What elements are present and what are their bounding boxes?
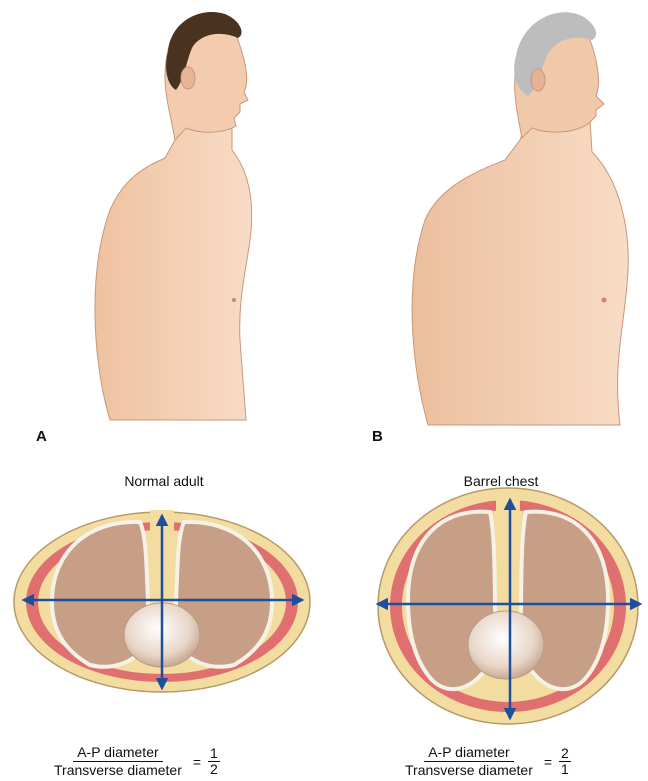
normal-chest-cross-section <box>14 510 310 692</box>
ratio-denominator: 2 <box>208 762 220 777</box>
normal-adult-ratio-formula: A-P diameter Transverse diameter = 1 2 <box>50 745 220 778</box>
ratio-fraction: 1 2 <box>208 746 220 777</box>
barrel-chest-profile <box>412 12 628 425</box>
ratio-numerator: 2 <box>559 746 571 762</box>
ap-diameter-label: A-P diameter <box>424 745 513 762</box>
ap-diameter-label: A-P diameter <box>73 745 162 762</box>
barrel-chest-caption: Barrel chest <box>401 473 601 489</box>
equals-sign: = <box>193 754 201 770</box>
equals-sign: = <box>544 754 552 770</box>
panel-a-label: A <box>36 428 47 445</box>
ratio-fraction: 2 1 <box>559 746 571 777</box>
panel-b-label: B <box>372 428 383 445</box>
barrel-chest-ratio-formula: A-P diameter Transverse diameter = 2 1 <box>401 745 571 778</box>
diameter-fraction: A-P diameter Transverse diameter <box>401 745 537 778</box>
normal-adult-caption: Normal adult <box>64 473 264 489</box>
diameter-fraction: A-P diameter Transverse diameter <box>50 745 186 778</box>
ratio-numerator: 1 <box>208 746 220 762</box>
barrel-chest-cross-section <box>378 488 640 724</box>
transverse-diameter-label: Transverse diameter <box>401 762 537 778</box>
transverse-diameter-label: Transverse diameter <box>50 762 186 778</box>
normal-adult-profile <box>95 12 252 420</box>
ratio-denominator: 1 <box>559 762 571 777</box>
